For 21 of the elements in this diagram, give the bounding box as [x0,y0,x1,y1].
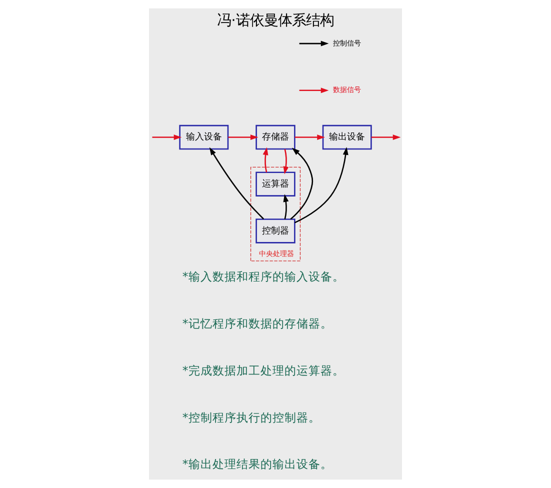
arrow [283,194,289,220]
node-box: 控制器 [256,218,296,244]
diagram-title: 冯·诺依曼体系结构 [217,13,334,30]
arrow [283,149,289,174]
label: *记忆程序和数据的存储器。 [182,316,332,331]
node-box: 输入设备 [179,124,229,150]
node-box: 存储器 [256,124,296,150]
arrow [228,134,258,140]
node-box: 输出设备 [322,124,372,150]
arrow [294,134,325,140]
label: *控制程序执行的控制器。 [182,410,320,424]
arrow [371,134,401,140]
arrow [294,147,348,224]
arrow [290,148,314,220]
arrow [262,147,268,172]
arrow [152,134,182,140]
label: *输入数据和程序的输入设备。 [182,270,344,284]
label: *输出处理结果的输出设备。 [182,457,332,472]
label: *完成数据加工处理的运算器。 [182,363,344,378]
arrow [209,147,264,220]
node-box: 运算器 [256,172,296,196]
